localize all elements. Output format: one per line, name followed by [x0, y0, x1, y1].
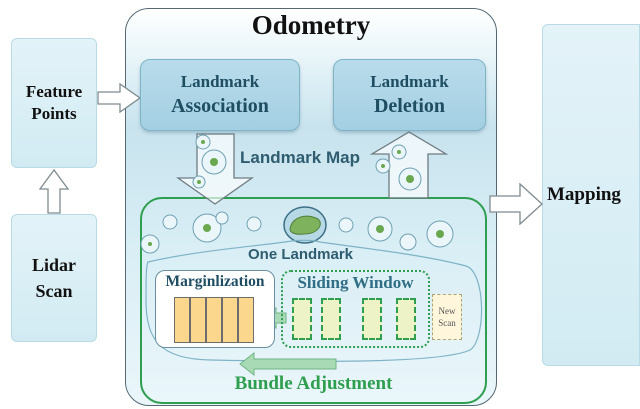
- landmark-bubble: [162, 214, 178, 230]
- mapping-label: Mapping: [547, 184, 621, 205]
- landmark-bubble: [399, 233, 417, 251]
- lidar-to-feature-arrow: [38, 168, 70, 214]
- new-scan-box: New Scan: [432, 294, 462, 340]
- landmark-map-label: Landmark Map: [240, 148, 360, 167]
- mapping-box: [542, 24, 640, 366]
- landmark-cloud-shape: [289, 215, 321, 235]
- lidar-scan-line1: Lidar: [31, 255, 76, 275]
- feature-points-box: Feature Points: [11, 38, 97, 168]
- landmark-bubble: [338, 217, 354, 233]
- bundle-adjustment-arrow: [239, 351, 337, 377]
- window-scan-cell: [362, 298, 382, 340]
- new-scan-line1: New: [438, 306, 456, 316]
- feature-to-association-arrow: [97, 82, 142, 114]
- marginalized-state-cell: [174, 297, 190, 343]
- bundle-adjustment-box: [140, 197, 487, 404]
- marginalized-state-cell: [222, 297, 238, 343]
- one-landmark-label: One Landmark: [248, 246, 354, 263]
- landmark-deletion-line2: Deletion: [373, 95, 446, 117]
- landmark-deletion-line1: Landmark: [370, 72, 449, 91]
- window-scan-cell: [321, 298, 341, 340]
- odometry-to-mapping-arrow: [489, 182, 543, 226]
- bundle-adjustment-label: Bundle Adjustment: [234, 373, 393, 394]
- window-scan-cell: [396, 298, 416, 340]
- marginalized-state-cell: [190, 297, 206, 343]
- lidar-scan-box: Lidar Scan: [11, 214, 97, 342]
- landmark-deletion-box: Landmark Deletion: [333, 59, 486, 131]
- marginalized-state-cell: [238, 297, 254, 343]
- feature-points-line1: Feature: [25, 82, 83, 101]
- landmark-points: [148, 140, 444, 246]
- lidar-scan-line2: Scan: [35, 281, 73, 301]
- landmark-association-box: Landmark Association: [140, 59, 300, 131]
- landmark-bubble: [215, 211, 229, 225]
- new-scan-line2: Scan: [438, 318, 456, 328]
- landmark-bubble: [246, 216, 262, 232]
- window-scan-cell: [292, 298, 312, 340]
- landmark-association-line2: Association: [171, 95, 269, 117]
- marginalized-state-cell: [206, 297, 222, 343]
- sliding-window-label: Sliding Window: [297, 273, 414, 292]
- odometry-title: Odometry: [251, 10, 371, 40]
- feature-points-line2: Points: [31, 104, 77, 123]
- landmark-association-line1: Landmark: [180, 72, 260, 91]
- sliding-window-box: [281, 270, 430, 348]
- marginalization-label: Marginlization: [165, 273, 265, 290]
- map-to-deletion-arrow: [369, 131, 449, 199]
